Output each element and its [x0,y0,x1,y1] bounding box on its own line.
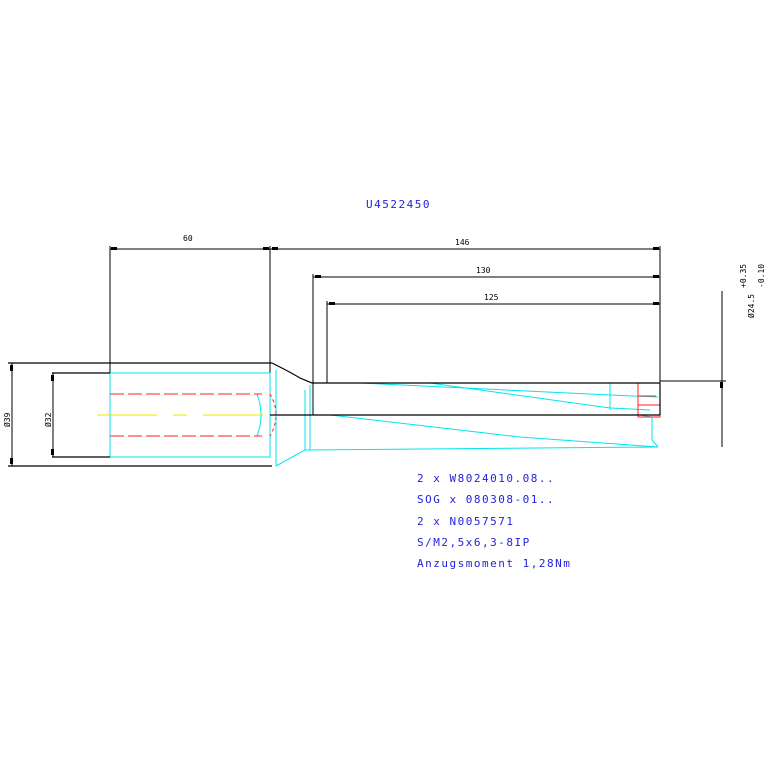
dimension-lines [11,246,726,466]
dim-tol-upper: +0.35 [739,264,748,288]
notes: 2 x W8024010.08.. SOG x 080308-01.. 2 x … [417,472,571,570]
note-5: Anzugsmoment 1,28Nm [417,557,571,570]
dim-125: 125 [484,293,499,302]
dimension-arrows [10,247,723,464]
tool-body-cyan [109,370,659,467]
tool-outline [8,362,661,467]
note-2: SOG x 080308-01.. [417,493,555,506]
thread-lines-red [110,382,661,437]
dim-d39: Ø39 [2,412,12,427]
dim-130: 130 [476,266,491,275]
dim-tol-lower: -0.10 [757,264,766,288]
dim-60: 60 [183,234,193,243]
dim-d32: Ø32 [43,412,53,427]
dim-d24-5: Ø24.5 [746,294,756,318]
dim-146: 146 [455,238,470,247]
drawing-title: U4522450 [366,198,431,211]
note-1: 2 x W8024010.08.. [417,472,555,485]
note-4: S/M2,5x6,3-8IP [417,536,531,549]
note-3: 2 x N0057571 [417,515,514,528]
